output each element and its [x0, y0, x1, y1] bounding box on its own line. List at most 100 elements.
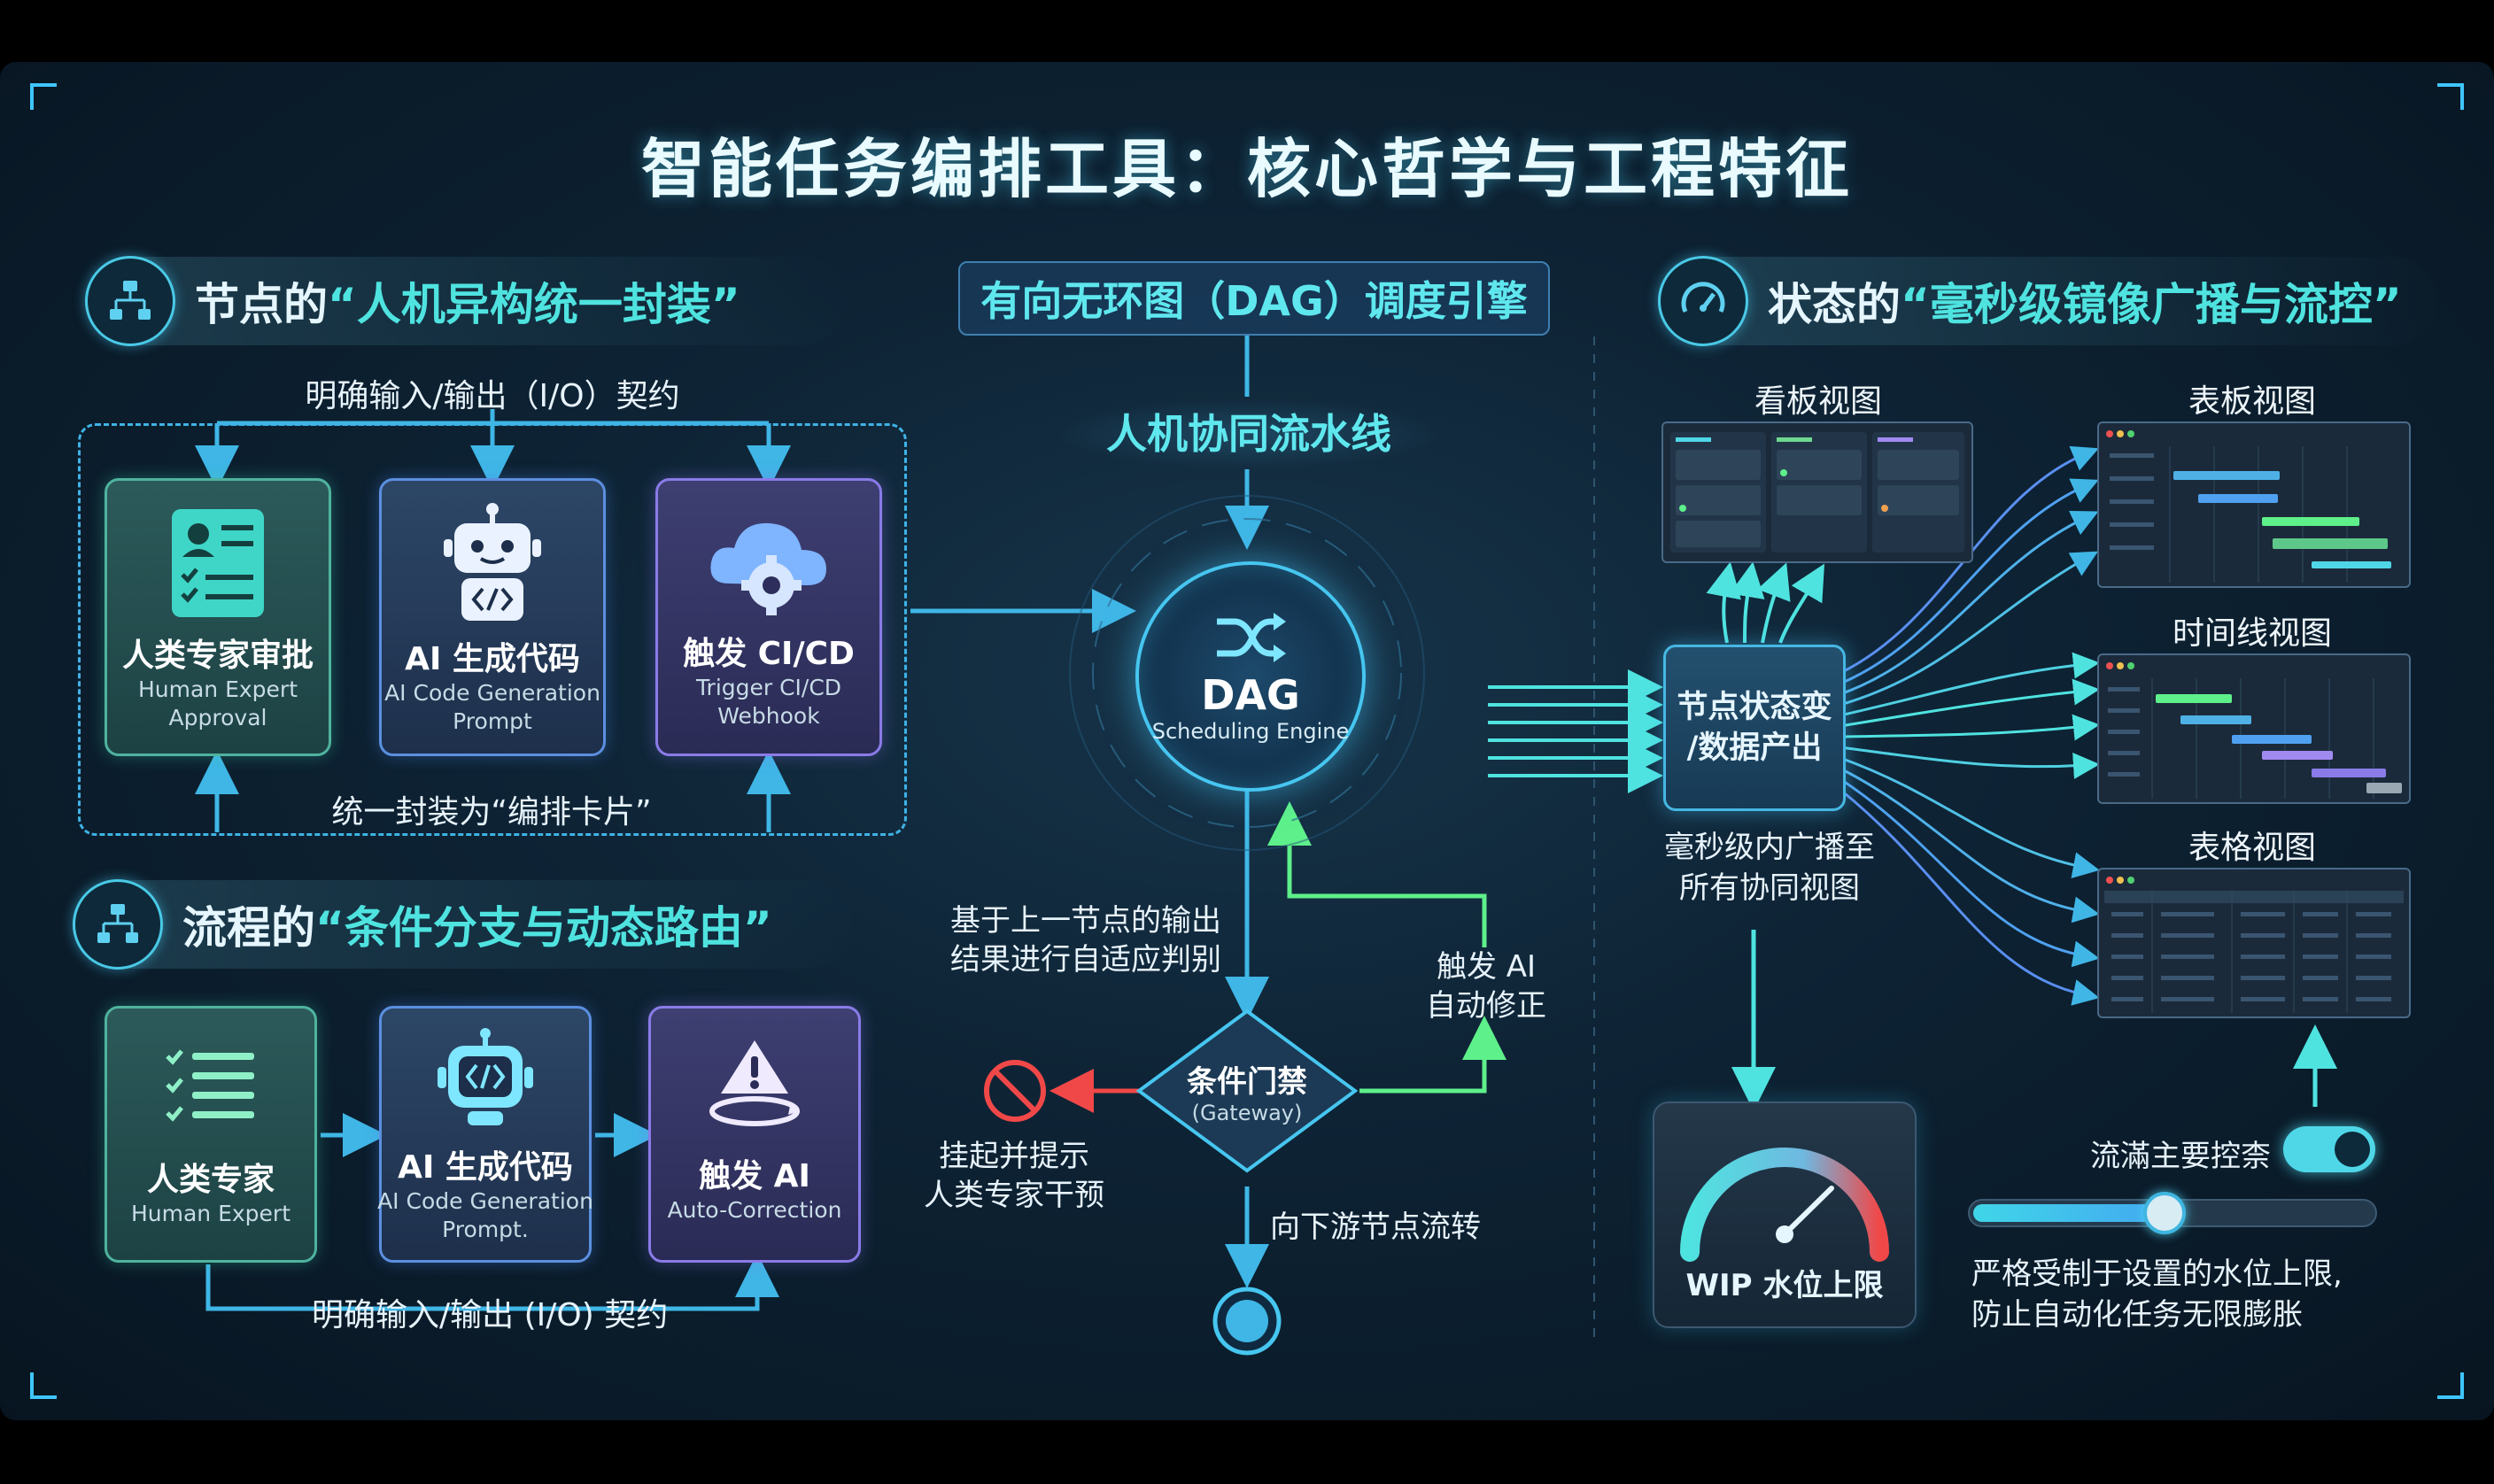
speedometer-icon	[1680, 1148, 1889, 1262]
gateway-label[interactable]: 条件门禁 (Gateway)	[1160, 1057, 1334, 1125]
downstream-label: 向下游节点流转	[1270, 1210, 1481, 1245]
card-title: AI 生成代码	[405, 641, 580, 677]
suspend-line: 挂起并提示	[939, 1139, 1089, 1174]
section-state-prefix: 状态的	[1768, 279, 1901, 330]
pipeline-label: 人机协同流水线	[1054, 398, 1444, 469]
engine-subtitle: Scheduling Engine	[1151, 719, 1350, 744]
wip-limit-gauge: WIP 水位上限	[1653, 1101, 1917, 1328]
page-title: 智能任务编排工具：核心哲学与工程特征	[640, 132, 1853, 206]
suspend-line: 人类专家干预	[924, 1178, 1104, 1213]
card-title: 触发 AI	[699, 1158, 810, 1194]
flow-control-label: 流滿主要控柰	[2090, 1139, 2271, 1174]
kanban-preview	[1670, 432, 1964, 553]
section-flow-prefix: 流程的	[182, 902, 315, 954]
frame-corner	[2437, 1372, 2464, 1399]
suspend-label: 挂起并提示 人类专家干预	[912, 1137, 1116, 1215]
warning-cycle-icon	[701, 1035, 808, 1136]
board-view-title: 表板视图	[2188, 383, 2316, 420]
card-subtitle: AI Code Generation	[384, 680, 600, 706]
wip-note: 严格受制于设置的水位上限, 防止自动化任务无限膨胀	[1971, 1254, 2450, 1335]
section-state-highlight: “毫秒级镜像广播与流控”	[1901, 279, 2402, 330]
timeline-view-title: 时间线视图	[2172, 615, 2332, 652]
adaptive-line: 结果进行自适应判别	[950, 942, 1221, 978]
section-flow-header: 流程的“条件分支与动态路由”	[73, 879, 852, 970]
card-title: 人类专家审批	[121, 638, 314, 674]
adaptive-line: 基于上一节点的输出	[950, 903, 1221, 939]
kanban-view-panel[interactable]	[1661, 421, 1973, 563]
card-ai-codegen-flow[interactable]: AI 生成代码 AI Code Generation Prompt.	[377, 1006, 593, 1263]
table-view-panel[interactable]	[2097, 868, 2411, 1018]
card-ai-codegen[interactable]: AI 生成代码 AI Code Generation Prompt	[379, 478, 606, 756]
wrap-up-arrows	[195, 750, 791, 832]
card-subtitle: AI Code Generation	[377, 1188, 593, 1214]
cloud-gear-icon	[702, 513, 835, 622]
card-title: 触发 CI/CD	[683, 636, 855, 672]
board-view-panel[interactable]	[2097, 421, 2411, 588]
wip-label: WIP 水位上限	[1685, 1268, 1884, 1303]
broadcast-label: 毫秒级内广播至 所有协同视图	[1637, 827, 1902, 908]
table-preview	[2104, 877, 2404, 1013]
hierarchy-icon	[85, 256, 175, 346]
section-node-highlight: “人机异构统一封装”	[328, 279, 740, 330]
toggle-knob[interactable]	[2335, 1132, 2370, 1167]
card-subtitle: Human Expert	[130, 1201, 291, 1226]
wrap-label: 统一封装为“编排卡片”	[331, 794, 652, 831]
section-node-prefix: 节点的	[195, 279, 328, 330]
wip-level-slider[interactable]	[1968, 1192, 2377, 1234]
card-title: AI 生成代码	[398, 1149, 573, 1186]
auto-fix-line: 触发 AI	[1436, 949, 1537, 985]
io-contract-top-label: 明确输入/输出（I/O）契约	[305, 378, 680, 414]
card-subtitle: Webhook	[717, 703, 820, 729]
flow-control-toggle[interactable]	[2283, 1126, 2375, 1172]
frame-corner	[30, 83, 57, 110]
dag-engine-title: 有向无环图（DAG）调度引擎	[958, 261, 1550, 336]
robot-code-icon	[435, 500, 550, 628]
engine-to-node-arrows	[1488, 669, 1663, 793]
gateway-subtitle: (Gateway)	[1191, 1101, 1303, 1125]
note-line: 严格受制于设置的水位上限,	[1971, 1256, 2343, 1292]
frame-corner	[30, 1372, 57, 1399]
timeline-view-panel[interactable]	[2097, 653, 2411, 804]
card-title: 人类专家	[146, 1162, 275, 1198]
card-subtitle: Auto-Correction	[667, 1197, 842, 1223]
card-trigger-ai[interactable]: 触发 AI Auto-Correction	[648, 1006, 861, 1263]
broadcast-line: 所有协同视图	[1679, 870, 1860, 906]
timeline-preview	[2106, 662, 2402, 799]
hierarchy-icon	[73, 879, 163, 970]
node-state-output[interactable]: 节点状态变 /数据产出	[1663, 645, 1846, 811]
end-node	[1212, 1287, 1282, 1356]
orchestration-card-group	[78, 423, 907, 836]
gauge-icon	[1658, 256, 1748, 346]
flow-chain-arrows	[205, 1113, 779, 1311]
card-subtitle: Human Expert	[137, 676, 298, 702]
card-human-approval[interactable]: 人类专家审批 Human Expert Approval	[105, 478, 331, 756]
board-preview	[2106, 430, 2391, 583]
card-subtitle: Prompt	[453, 708, 532, 734]
slider-handle[interactable]	[2143, 1192, 2186, 1234]
section-state-header: 状态的“毫秒级镜像广播与流控”	[1658, 256, 2437, 346]
auto-fix-line: 自动修正	[1426, 988, 1546, 1024]
node-line: 节点状态变	[1677, 690, 1832, 725]
stop-icon	[984, 1060, 1046, 1122]
node-to-kanban-arrows	[1706, 561, 1824, 644]
io-contract-bottom-label: 明确输入/输出 (I/O) 契约	[312, 1297, 669, 1333]
robot-code-icon	[432, 1026, 538, 1136]
card-subtitle: Approval	[168, 705, 267, 730]
broadcast-line: 毫秒级内广播至	[1664, 830, 1875, 865]
id-card-checklist-icon	[165, 506, 271, 624]
note-line: 防止自动化任务无限膨胀	[1971, 1297, 2303, 1333]
dag-scheduling-engine[interactable]: DAG Scheduling Engine	[1135, 561, 1366, 792]
card-human-expert[interactable]: 人类专家 Human Expert	[105, 1006, 317, 1263]
kanban-view-title: 看板视图	[1754, 383, 1882, 420]
slider-fill	[1973, 1204, 2165, 1222]
shuffle-icon	[1213, 609, 1288, 669]
section-flow-highlight: “条件分支与动态路由”	[315, 902, 772, 954]
gateway-diamond	[1135, 1009, 1359, 1173]
node-line: /数据产出	[1686, 730, 1823, 766]
broadcast-fan	[1840, 445, 2100, 1006]
checklist-icon	[162, 1044, 259, 1136]
engine-rings	[1069, 495, 1425, 851]
auto-fix-loop-arrow	[1267, 801, 1506, 1094]
card-trigger-cicd[interactable]: 触发 CI/CD Trigger CI/CD Webhook	[655, 478, 882, 756]
